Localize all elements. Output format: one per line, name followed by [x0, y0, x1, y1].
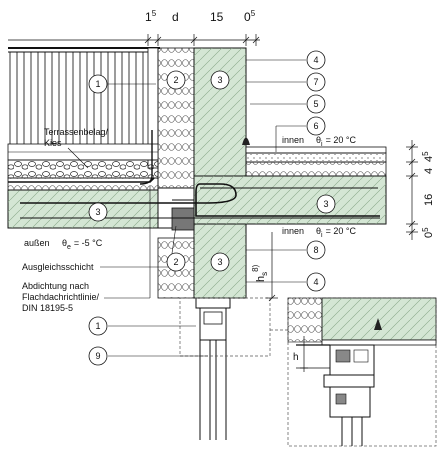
callout-7: 7 [246, 72, 326, 92]
label-abdichtung-2: Flachdachrichtlinie/ [22, 292, 100, 302]
callout-3-bottom: 3 [210, 252, 230, 272]
callout-8: 8 [246, 240, 326, 260]
svg-text:3: 3 [95, 207, 100, 217]
svg-text:7: 7 [313, 77, 318, 87]
label-kies: Kies [44, 138, 62, 148]
callout-1-bottom: 1 [88, 316, 196, 336]
svg-text:4: 4 [313, 55, 318, 65]
interior-screed [245, 152, 387, 163]
svg-text:6: 6 [313, 121, 318, 131]
dim-0-5: 05 [244, 9, 256, 24]
callout-3-wall: 3 [210, 70, 230, 90]
dim-hs: hs8) [251, 264, 269, 282]
label-abdichtung-3: DIN 18195-5 [22, 303, 73, 313]
dim-h-detail: h [293, 352, 299, 363]
insulation-upper [157, 47, 195, 189]
dim-v-4-5: 45 [421, 151, 435, 162]
svg-text:1: 1 [95, 79, 100, 89]
label-innen-top: innen [282, 135, 304, 145]
svg-text:3: 3 [217, 257, 222, 267]
label-innen-bottom: innen [282, 226, 304, 236]
svg-text:5: 5 [313, 99, 318, 109]
label-terrassenbelag: Terrassenbelag/ [44, 127, 109, 137]
callout-4-bottom: 4 [246, 272, 326, 292]
callout-5: 5 [250, 94, 326, 114]
svg-text:1: 1 [95, 321, 100, 331]
label-temp-top: θi= 20 °C [316, 135, 356, 148]
callout-6: 6 [275, 116, 326, 152]
svg-text:4: 4 [313, 277, 318, 287]
interior-insulation [245, 161, 387, 177]
callout-3-inner-slab: 3 [316, 194, 336, 214]
callout-2-bottom: 2 [166, 252, 186, 272]
detail-inset: h [287, 297, 437, 447]
svg-text:2: 2 [173, 257, 178, 267]
label-abdichtung-1: Abdichtung nach [22, 281, 89, 291]
label-temp-outside: θe= -5 °C [62, 238, 103, 251]
dim-v-0-5: 05 [421, 227, 435, 238]
svg-text:8: 8 [313, 245, 318, 255]
callout-3-outer-slab: 3 [88, 202, 108, 222]
dim-v-4: 4 [423, 168, 435, 174]
callout-9: 9 [88, 346, 208, 366]
svg-text:3: 3 [323, 199, 328, 209]
label-ausgleichsschicht: Ausgleichsschicht [22, 262, 94, 272]
dim-15: 15 [210, 10, 224, 24]
dim-1-5: 15 [145, 9, 157, 24]
label-temp-bottom: θi= 20 °C [316, 226, 356, 239]
dim-d: d [172, 10, 179, 24]
svg-text:9: 9 [95, 351, 100, 361]
svg-text:3: 3 [217, 75, 222, 85]
callout-2-top: 2 [166, 70, 186, 90]
dim-v-16: 16 [423, 194, 435, 206]
wood-cladding [8, 52, 156, 144]
callout-4-top: 4 [246, 50, 326, 70]
callout-1-top: 1 [88, 74, 156, 94]
svg-text:2: 2 [173, 75, 178, 85]
label-aussen: außen [24, 238, 50, 248]
